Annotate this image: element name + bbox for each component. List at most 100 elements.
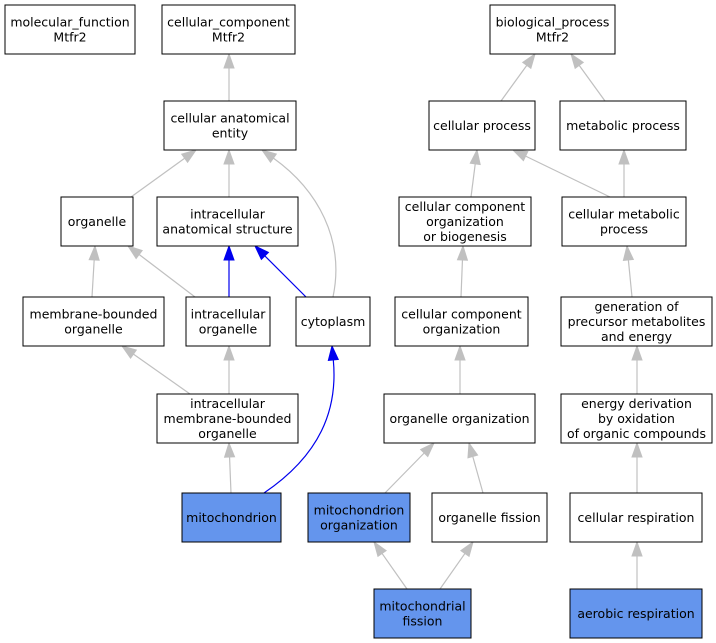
edge-line [578,64,606,102]
edge-cytoplasm-to-intracellular-anatomical-structure [253,244,307,298]
node-box [394,296,529,347]
node-box [560,393,713,444]
edge-line [472,456,484,494]
arrowhead [459,540,474,558]
node-metabolic-process[interactable]: metabolic process [559,100,687,151]
arrowhead [223,52,235,69]
node-mitochondrion[interactable]: mitochondrion [181,492,282,543]
node-cellular-process[interactable]: cellular process [428,100,536,151]
node-label: anatomical structure [162,222,292,237]
node-label: intracellular [190,396,266,411]
node-box [373,588,472,639]
node-label: Mtfr2 [212,30,245,45]
node-aerobic-respiration[interactable]: aerobic respiration [569,588,703,639]
node-box [428,100,536,151]
edge-mitochondrial-fission-to-mitochondrion-organization [373,540,408,590]
node-box [22,296,165,347]
arrowhead [327,344,340,361]
arrowhead [88,244,100,261]
edge-cellular-process-to-biological-process [500,52,536,102]
edge-cellular-anatomical-entity-to-cellular-component [223,52,235,101]
node-cytoplasm[interactable]: cytoplasm [295,296,371,347]
node-organelle[interactable]: organelle [60,196,134,247]
edge-intracellular-membrane-bounded-organelle-to-intracellular-organelle [223,344,235,394]
arrowhead [631,441,643,458]
node-label: or biogenesis [423,229,507,244]
edge-cellular-respiration-to-energy-derivation [631,441,643,493]
edge-line [381,553,408,590]
node-label: energy derivation [581,396,692,411]
node-label: cellular metabolic [568,207,680,222]
edge-cellular-metabolic-process-to-cellular-process [511,149,611,198]
node-label: entity [212,126,249,141]
node-label: organelle [199,322,258,337]
arrowhead [223,344,235,361]
node-label: cellular_component [167,15,290,30]
arrowhead [631,344,643,361]
node-box [383,393,536,444]
node-label: cytoplasm [301,314,366,329]
edge-line [500,64,528,102]
node-organelle-organization[interactable]: organelle organization [383,393,536,444]
arrowhead [419,441,436,458]
edge-line [273,157,337,298]
edge-line [525,155,611,198]
arrowhead [469,148,481,166]
edge-organelle-to-cellular-anatomical-entity [130,149,198,198]
node-box [569,588,703,639]
node-box [431,492,548,543]
node-label: of organic compounds [567,426,706,441]
arrowhead [631,540,643,557]
edge-line [91,259,95,298]
edge-membrane-bounded-organelle-to-organelle [88,244,100,298]
node-label: organization [320,518,398,533]
edge-cellular-component-organization-to-cellular-component-organization-or-biogenesis [456,244,469,298]
node-box [560,296,713,347]
node-box [4,4,136,55]
node-box [307,492,411,543]
edge-line [384,452,425,494]
node-label: process [600,222,648,237]
arrowhead [570,52,585,70]
node-label: Mtfr2 [53,30,86,45]
edge-organelle-fission-to-organelle-organization [467,441,484,494]
edge-layer [88,52,643,590]
edge-metabolic-process-to-biological-process [570,52,606,102]
node-label: cellular process [433,118,531,133]
node-box [60,196,134,247]
node-box [161,4,296,55]
node-box [185,296,271,347]
edge-line [264,255,307,298]
node-label: mitochondrion [314,503,405,518]
edge-line [130,157,186,198]
node-box [156,196,299,247]
node-organelle-fission[interactable]: organelle fission [431,492,548,543]
node-label: membrane-bounded [164,411,292,426]
node-cellular-respiration[interactable]: cellular respiration [569,492,703,543]
node-label: organelle [64,322,123,337]
arrowhead [622,244,635,261]
edge-aerobic-respiration-to-cellular-respiration [631,540,643,589]
node-label: cellular component [401,307,521,322]
arrowhead [223,441,236,458]
node-box [559,100,687,151]
edge-line [228,456,232,494]
arrowhead [253,244,270,261]
